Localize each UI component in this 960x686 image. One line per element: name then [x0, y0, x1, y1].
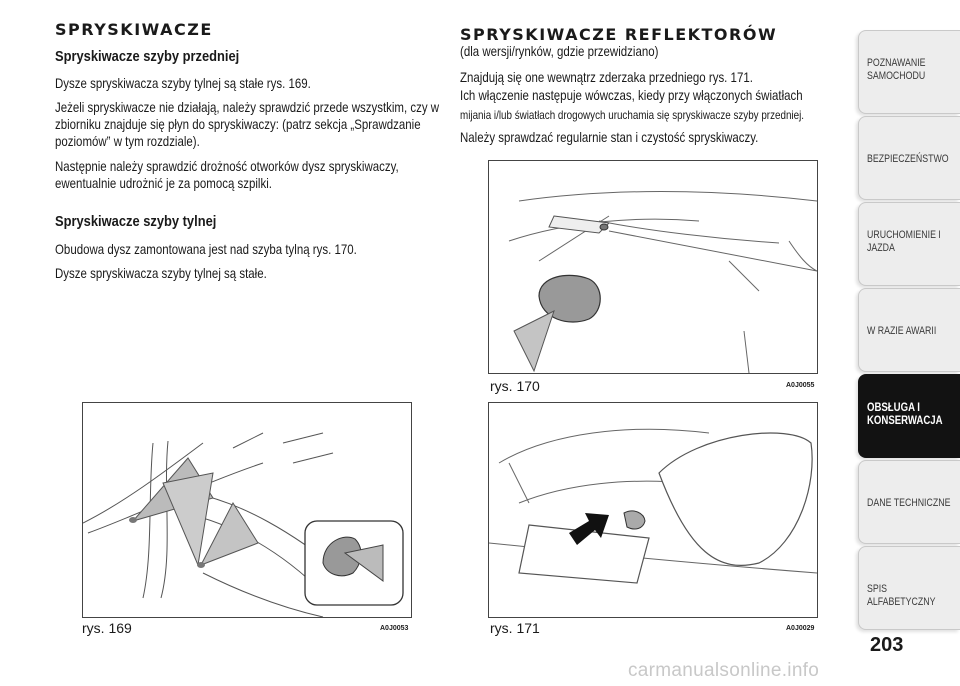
rear-washer-illustration — [508, 191, 818, 374]
headlamp-washer-illustration — [488, 428, 818, 584]
paragraph-rear-2: Dysze spryskiwacza szyby tylnej są stałe… — [55, 265, 267, 281]
section-heading-washers: SPRYSKIWACZE — [55, 20, 213, 39]
figure-169-caption: rys. 169 — [82, 620, 132, 636]
figure-171 — [488, 402, 818, 618]
subheading-rear-washers: Spryskiwacze szyby tylnej — [55, 213, 217, 230]
figure-170 — [488, 160, 818, 374]
paragraph-headlamp-2b: mijania i/lub światłach drogowych urucha… — [460, 108, 805, 122]
tab-label: POZNAWANIE SAMOCHODU — [867, 57, 926, 82]
tab-label: OBSŁUGA I KONSERWACJA — [867, 400, 943, 427]
tab-getting-to-know[interactable]: POZNAWANIE SAMOCHODU — [858, 30, 960, 114]
paragraph-front-1: Dysze spryskiwacza szyby tylnej są stałe… — [55, 75, 311, 91]
paragraph-headlamp-2a: Ich włączenie następuje wówczas, kiedy p… — [460, 87, 803, 103]
page-number: 203 — [870, 634, 904, 656]
figure-170-code: A0J0055 — [786, 382, 815, 389]
tab-maintenance[interactable]: OBSŁUGA I KONSERWACJA — [858, 374, 960, 458]
tab-technical-data[interactable]: DANE TECHNICZNE — [858, 460, 960, 544]
tab-label: URUCHOMIENIE I JAZDA — [867, 229, 941, 254]
figure-171-caption: rys. 171 — [490, 620, 540, 636]
figure-169 — [82, 402, 412, 618]
tab-starting-driving[interactable]: URUCHOMIENIE I JAZDA — [858, 202, 960, 286]
windscreen-washer-illustration — [82, 432, 404, 618]
section-heading-headlamp-washers: SPRYSKIWACZE REFLEKTORÓW — [460, 25, 778, 44]
tab-index[interactable]: SPIS ALFABETYCZNY — [858, 546, 960, 630]
tab-label: BEZPIECZEŃSTWO — [867, 153, 949, 165]
watermark: carmanualsonline.info — [628, 660, 820, 681]
tab-label: W RAZIE AWARII — [867, 325, 937, 337]
paragraph-headlamp-1: Znajdują się one wewnątrz zderzaka przed… — [460, 69, 753, 85]
paragraph-front-2: Jeżeli spryskiwacze nie działają, należy… — [55, 99, 440, 149]
tab-label: DANE TECHNICZNE — [867, 497, 951, 509]
figure-169-code: A0J0053 — [380, 625, 409, 632]
paragraph-rear-1: Obudowa dysz zamontowana jest nad szyba … — [55, 241, 357, 257]
headlamp-washers-note: (dla wersji/rynków, gdzie przewidziano) — [460, 43, 659, 59]
subheading-front-washers: Spryskiwacze szyby przedniej — [55, 48, 240, 65]
tab-safety[interactable]: BEZPIECZEŃSTWO — [858, 116, 960, 200]
paragraph-front-3: Następnie należy sprawdzić drożność otwo… — [55, 158, 399, 191]
figure-171-code: A0J0029 — [786, 625, 815, 632]
tab-emergency[interactable]: W RAZIE AWARII — [858, 288, 960, 372]
paragraph-headlamp-3: Należy sprawdzać regularnie stan i czyst… — [460, 129, 759, 145]
tab-label: SPIS ALFABETYCZNY — [867, 583, 936, 608]
figure-170-caption: rys. 170 — [490, 378, 540, 394]
